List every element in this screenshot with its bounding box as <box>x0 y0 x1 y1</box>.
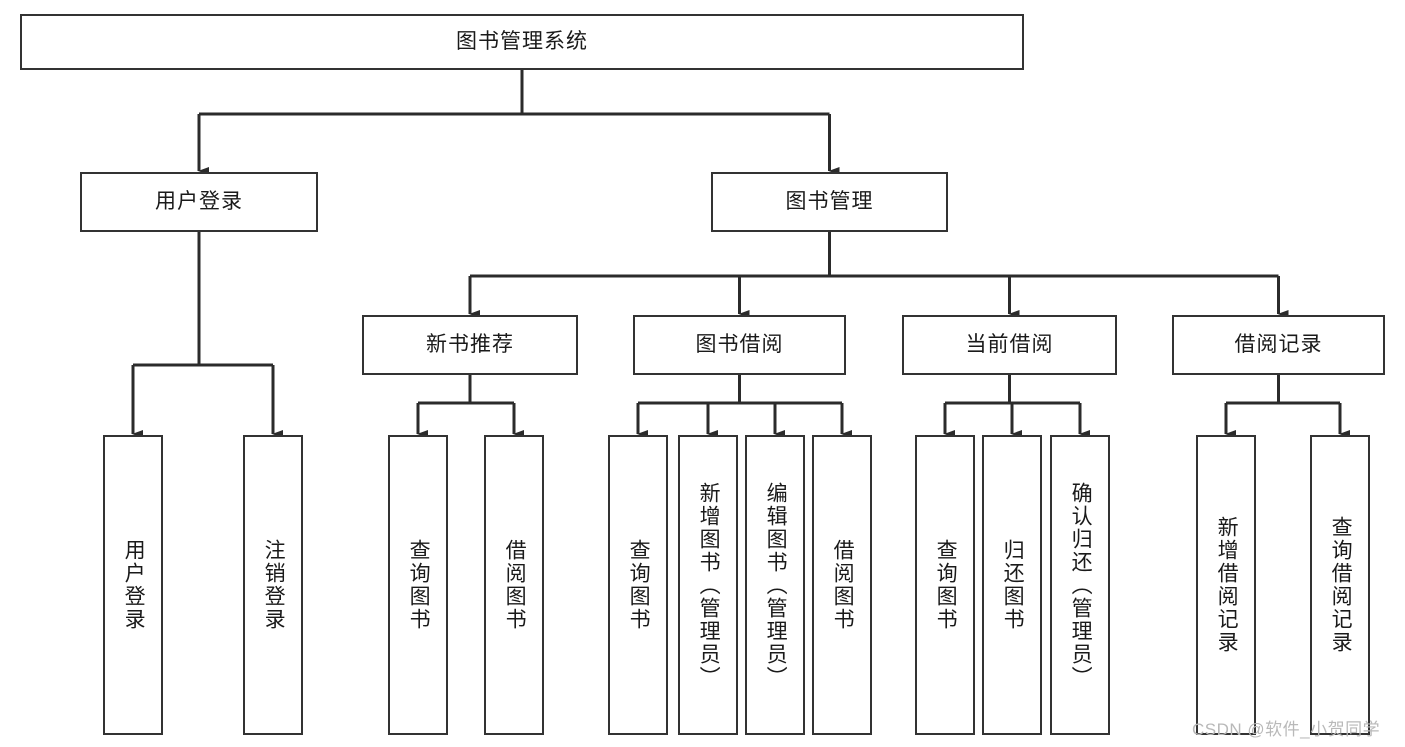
node-label: 新书推荐 <box>426 332 514 356</box>
node-login[interactable]: 用户登录 <box>80 172 318 232</box>
node-label: 用户登录 <box>122 539 146 631</box>
node-label: 注销登录 <box>262 539 286 631</box>
node-label: 借阅记录 <box>1234 332 1323 356</box>
node-label: 图书管理 <box>785 189 874 213</box>
node-leaf-logout[interactable]: 注销登录 <box>243 435 303 735</box>
node-label: 新增借阅记录 <box>1215 516 1239 654</box>
node-leaf-br-edit[interactable]: 编辑图书（管理员） <box>745 435 805 735</box>
node-records[interactable]: 借阅记录 <box>1172 315 1385 375</box>
node-leaf-cu-query[interactable]: 查询图书 <box>915 435 975 735</box>
node-label: 图书借阅 <box>695 332 784 356</box>
node-label: 图书管理系统 <box>456 29 588 53</box>
node-leaf-cu-return[interactable]: 归还图书 <box>982 435 1042 735</box>
node-label: 归还图书 <box>1001 539 1025 631</box>
node-newbook[interactable]: 新书推荐 <box>362 315 578 375</box>
node-borrow[interactable]: 图书借阅 <box>633 315 846 375</box>
node-label: 借阅图书 <box>831 539 855 631</box>
node-leaf-rc-add[interactable]: 新增借阅记录 <box>1196 435 1256 735</box>
node-label: 查询图书 <box>407 539 431 631</box>
watermark: CSDN @软件_小贺同学 <box>1192 720 1381 739</box>
node-label: 查询图书 <box>934 539 958 631</box>
node-label: 用户登录 <box>155 189 243 213</box>
node-leaf-nb-query[interactable]: 查询图书 <box>388 435 448 735</box>
node-leaf-br-lend[interactable]: 借阅图书 <box>812 435 872 735</box>
node-label: 当前借阅 <box>965 332 1054 356</box>
node-label: 新增图书（管理员） <box>697 481 721 689</box>
node-leaf-login[interactable]: 用户登录 <box>103 435 163 735</box>
node-bookmgr[interactable]: 图书管理 <box>711 172 948 232</box>
node-leaf-br-query[interactable]: 查询图书 <box>608 435 668 735</box>
node-label: 编辑图书（管理员） <box>764 481 788 689</box>
node-label: 借阅图书 <box>503 539 527 631</box>
node-leaf-cu-confirm[interactable]: 确认归还（管理员） <box>1050 435 1110 735</box>
node-label: 查询借阅记录 <box>1329 516 1353 654</box>
node-label: 确认归还（管理员） <box>1069 481 1093 689</box>
node-root[interactable]: 图书管理系统 <box>20 14 1024 70</box>
node-current[interactable]: 当前借阅 <box>902 315 1117 375</box>
node-label: 查询图书 <box>627 539 651 631</box>
node-leaf-rc-query[interactable]: 查询借阅记录 <box>1310 435 1370 735</box>
edge-paths <box>131 70 1350 438</box>
node-leaf-br-add[interactable]: 新增图书（管理员） <box>678 435 738 735</box>
node-leaf-nb-borrow[interactable]: 借阅图书 <box>484 435 544 735</box>
